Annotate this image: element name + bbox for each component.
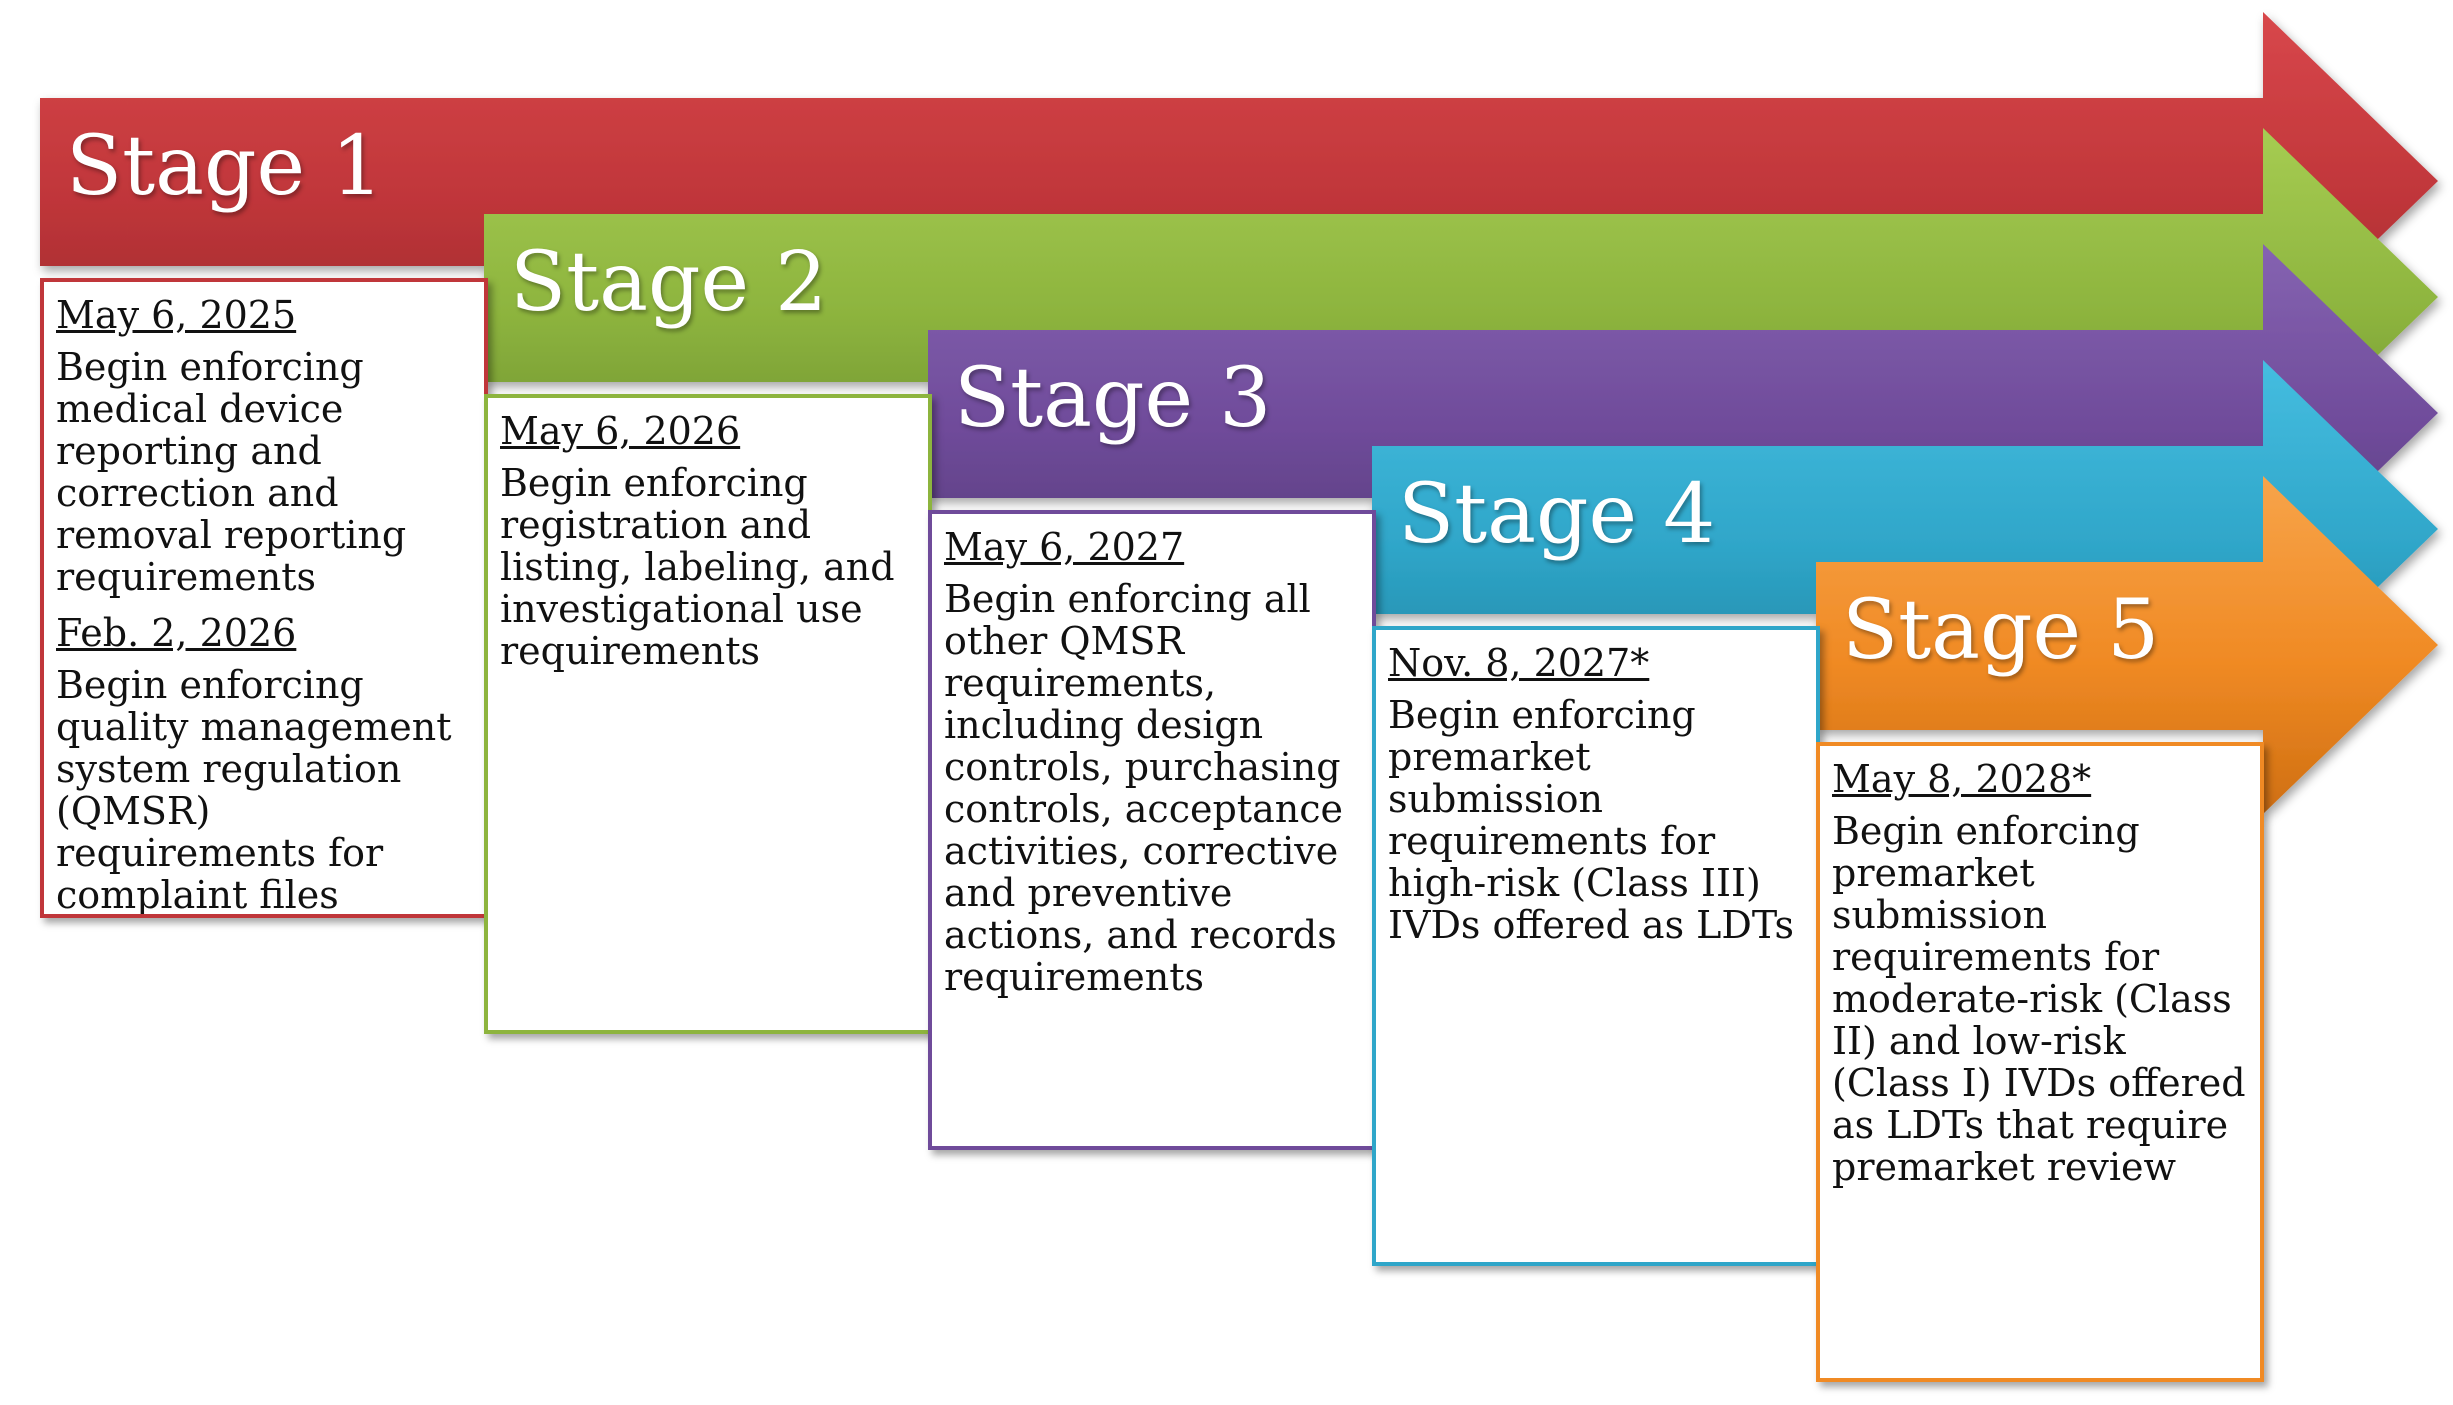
stage-3-title: Stage 3 [954, 351, 1272, 446]
stage-2-desc: Begin enforcing registration and listing… [500, 461, 895, 673]
stage-1-date-2: Feb. 2, 2026 [56, 611, 297, 655]
stage-5-desc: Begin enforcing premarket submission req… [1832, 809, 2246, 1189]
stage-1-desc-2: Begin enforcing quality management syste… [56, 663, 452, 917]
stage-2-box: May 6, 2026 Begin enforcing registration… [484, 394, 932, 1034]
stage-2-title: Stage 2 [510, 235, 828, 330]
stage-5-arrow [1816, 476, 2438, 814]
stage-3-desc: Begin enforcing all other QMSR requireme… [944, 577, 1343, 999]
stage-1-date-1: May 6, 2025 [56, 293, 297, 337]
stage-3-date: May 6, 2027 [944, 525, 1185, 569]
stage-5-box: May 8, 2028* Begin enforcing premarket s… [1816, 742, 2264, 1382]
stage-1-desc-1: Begin enforcing medical device reporting… [56, 345, 407, 599]
stage-1-box: May 6, 2025 Begin enforcing medical devi… [40, 278, 488, 918]
stage-2-date: May 6, 2026 [500, 409, 741, 453]
stage-1-title: Stage 1 [66, 119, 384, 214]
stage-3-box: May 6, 2027 Begin enforcing all other QM… [928, 510, 1376, 1150]
stage-4-title: Stage 4 [1398, 467, 1716, 562]
stage-5-date: May 8, 2028* [1832, 757, 2092, 801]
stage-4-date: Nov. 8, 2027* [1388, 641, 1650, 685]
stage-4-box: Nov. 8, 2027* Begin enforcing premarket … [1372, 626, 1820, 1266]
stage-5-title: Stage 5 [1842, 583, 2160, 678]
stage-4-desc: Begin enforcing premarket submission req… [1388, 693, 1794, 947]
